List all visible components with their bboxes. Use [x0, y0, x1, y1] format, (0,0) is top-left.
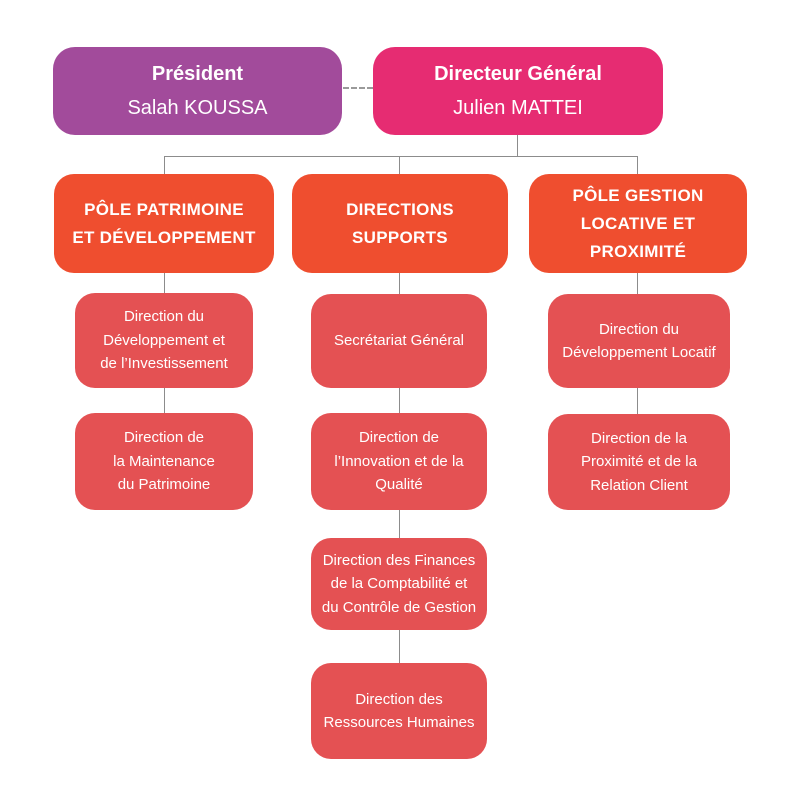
connector-col2-d [399, 630, 400, 663]
node-directeur-general: Directeur Général Julien MATTEI [373, 47, 663, 135]
node-pole-patrimoine: PÔLE PATRIMOINE ET DÉVELOPPEMENT [54, 174, 274, 273]
node-direction-developpement-locatif: Direction du Développement Locatif [548, 294, 730, 388]
connector-drop-pole-2 [399, 156, 400, 174]
president-name: Salah KOUSSA [127, 97, 268, 119]
node-secretariat-general: Secrétariat Général [311, 294, 487, 388]
node-direction-proximite-relation-client: Direction de la Proximité et de la Relat… [548, 414, 730, 510]
connector-drop-pole-1 [164, 156, 165, 174]
connector-col2-b [399, 388, 400, 413]
connector-col2-a [399, 273, 400, 294]
node-direction-maintenance-patrimoine: Direction de la Maintenance du Patrimoin… [75, 413, 253, 510]
node-direction-ressources-humaines: Direction des Ressources Humaines [311, 663, 487, 759]
connector-branch-bar [164, 156, 638, 157]
directeur-general-title: Directeur Général [434, 63, 602, 85]
directeur-general-name: Julien MATTEI [453, 97, 583, 119]
node-direction-finances-comptabilite: Direction des Finances de la Comptabilit… [311, 538, 487, 630]
connector-col1-b [164, 388, 165, 413]
node-directions-supports: DIRECTIONS SUPPORTS [292, 174, 508, 273]
node-direction-innovation-qualite: Direction de l’Innovation et de la Quali… [311, 413, 487, 510]
connector-col2-c [399, 510, 400, 538]
connector-president-dg [343, 87, 373, 89]
connector-drop-pole-3 [637, 156, 638, 174]
connector-dg-down [517, 135, 518, 156]
connector-col3-b [637, 388, 638, 414]
president-title: Président [151, 63, 244, 85]
node-president: Président Salah KOUSSA [53, 47, 342, 135]
node-direction-developpement-investissement: Direction du Développement et de l’Inves… [75, 293, 253, 388]
node-pole-gestion-locative: PÔLE GESTION LOCATIVE ET PROXIMITÉ [529, 174, 747, 273]
connector-col1-a [164, 273, 165, 293]
connector-col3-a [637, 273, 638, 294]
